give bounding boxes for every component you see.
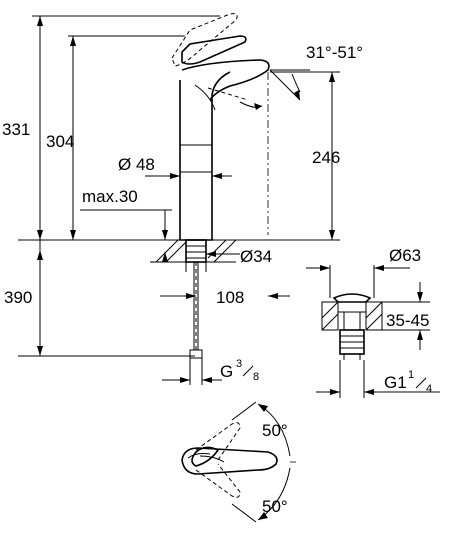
label-max30: max.30 bbox=[82, 187, 138, 206]
label-390: 390 bbox=[4, 288, 32, 307]
label-3545: 35-45 bbox=[386, 311, 429, 330]
label-246: 246 bbox=[312, 148, 340, 167]
label-331: 331 bbox=[2, 120, 30, 139]
mounting-assembly bbox=[150, 239, 237, 359]
label-g38-num: 3 bbox=[236, 358, 242, 370]
label-g114-prefix: G1 bbox=[384, 373, 407, 392]
label-angle-top: 50° bbox=[262, 421, 288, 440]
label-angle-range: 31°-51° bbox=[306, 43, 363, 62]
label-d63: Ø63 bbox=[389, 246, 421, 265]
label-g38-prefix: G bbox=[220, 362, 233, 381]
label-304: 304 bbox=[46, 132, 74, 151]
label-g114-den: 4 bbox=[426, 383, 432, 395]
label-g38-den: 8 bbox=[253, 371, 259, 383]
angle-line-a bbox=[269, 69, 301, 101]
top-view-handle bbox=[181, 422, 278, 498]
label-d48: Ø 48 bbox=[118, 155, 155, 174]
label-g114-num: 1 bbox=[408, 369, 414, 381]
faucet-body bbox=[171, 13, 270, 241]
waste-valve bbox=[321, 293, 383, 360]
label-108: 108 bbox=[216, 288, 244, 307]
label-d34: Ø34 bbox=[240, 247, 272, 266]
label-angle-bottom: 50° bbox=[262, 497, 288, 516]
